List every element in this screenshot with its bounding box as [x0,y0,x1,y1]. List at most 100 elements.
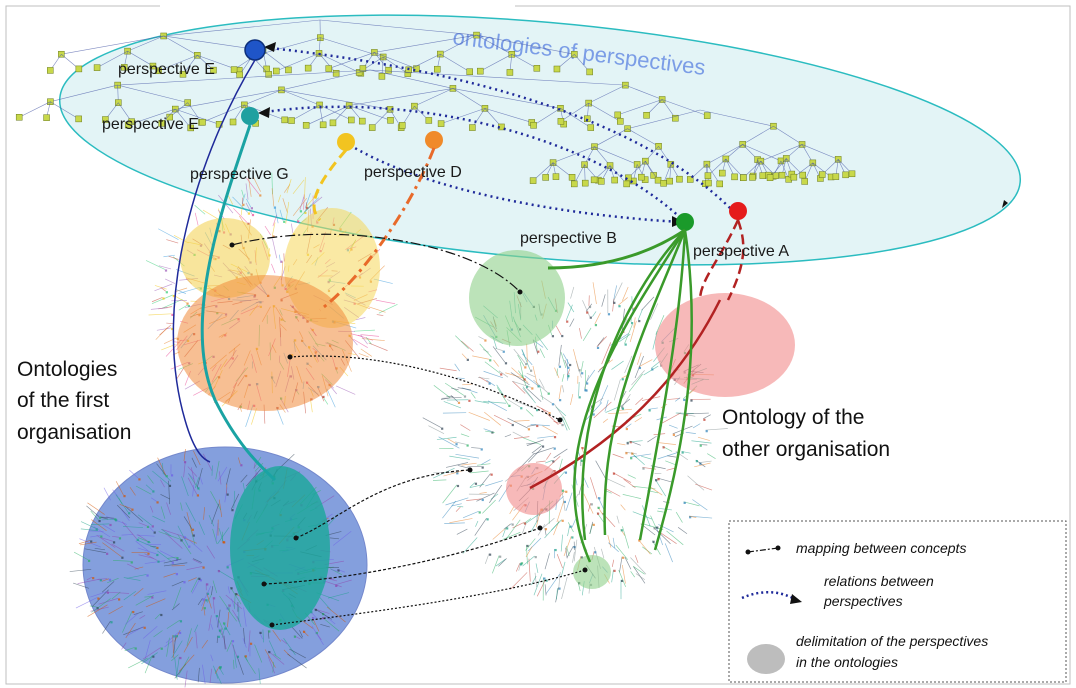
network-edge [624,355,633,374]
network-node [466,358,469,361]
tree-node [586,68,593,76]
network-edge [201,599,206,612]
tree-node [672,114,679,122]
network-edge [87,604,108,617]
network-edge [277,194,282,203]
network-node [121,556,124,559]
network-edge [100,516,108,520]
network-edge [171,640,183,659]
network-edge [582,300,591,317]
network-edge [462,383,473,386]
network-edge [470,392,476,399]
tree-edge [319,19,477,36]
network-edge [203,507,205,520]
network-edge [231,643,238,658]
network-edge [455,441,467,445]
network-node [146,525,150,528]
tree-edge [369,69,453,89]
network-node [543,577,546,580]
tree-edge [662,99,708,116]
network-edge [183,462,186,478]
network-edge [274,207,279,224]
network-edge [556,500,565,523]
tree-node [265,71,272,78]
network-edge [561,385,565,393]
network-node [552,460,555,463]
network-edge [355,317,366,321]
network-edge [561,373,565,382]
network-edge [533,447,554,455]
network-edge [657,452,679,460]
network-node [168,484,172,487]
tree-node [128,118,135,125]
network-node [240,464,243,467]
network-edge [226,468,231,485]
network-edge [635,397,644,405]
network-node [548,412,551,415]
network-edge [102,542,122,557]
network-node [553,447,556,450]
network-edge [245,183,249,200]
network-edge [152,515,166,523]
tree-node [124,121,132,129]
network-edge [677,527,688,535]
network-edge [217,527,230,545]
network-edge [510,372,530,386]
network-edge [321,616,340,632]
tree-node [387,117,394,124]
tree-node [650,172,657,179]
tree-edge [452,88,486,109]
network-edge [440,397,450,400]
network-edge [197,598,203,606]
network-edge [498,370,509,378]
network-node [545,579,548,582]
network-edge [634,555,639,563]
network-node [594,551,597,554]
network-node [534,556,537,559]
network-edge [90,535,101,538]
network-node [478,511,481,514]
network-edge [106,577,119,584]
network-edge [560,351,567,368]
network-edge [84,548,107,554]
network-node [559,399,562,402]
network-node [621,407,625,410]
network-node [638,319,641,323]
network-edge [689,515,697,518]
network-edge [218,471,222,485]
network-edge [200,585,212,607]
network-edge [194,477,200,489]
network-edge [119,503,132,509]
network-edge [195,631,198,649]
other-org-cluster [422,250,795,603]
network-edge [476,492,495,502]
network-edge [597,337,605,346]
network-node [486,518,489,521]
network-edge [502,531,521,540]
network-edge [683,501,700,507]
network-node [179,620,183,623]
tree-edge [306,105,350,126]
network-edge [462,537,478,554]
network-edge [585,369,596,383]
legend-relations-symbol [741,591,802,604]
network-edge [514,400,537,410]
network-edge [209,668,212,684]
network-edge [532,365,538,386]
network-edge [166,619,181,629]
network-edge [160,506,166,519]
network-edge [231,493,240,510]
tree-edge [374,34,477,53]
network-edge [593,401,612,419]
tree-node [236,71,243,79]
tree-edge [281,89,320,106]
network-node [198,577,201,580]
network-edge [75,597,98,609]
perspective-e-top-node [244,39,266,61]
network-edge [267,650,285,665]
network-edge [563,536,572,557]
network-edge [153,630,163,638]
network-edge [510,572,528,590]
network-edge [141,652,158,665]
tree-edge [742,144,782,162]
